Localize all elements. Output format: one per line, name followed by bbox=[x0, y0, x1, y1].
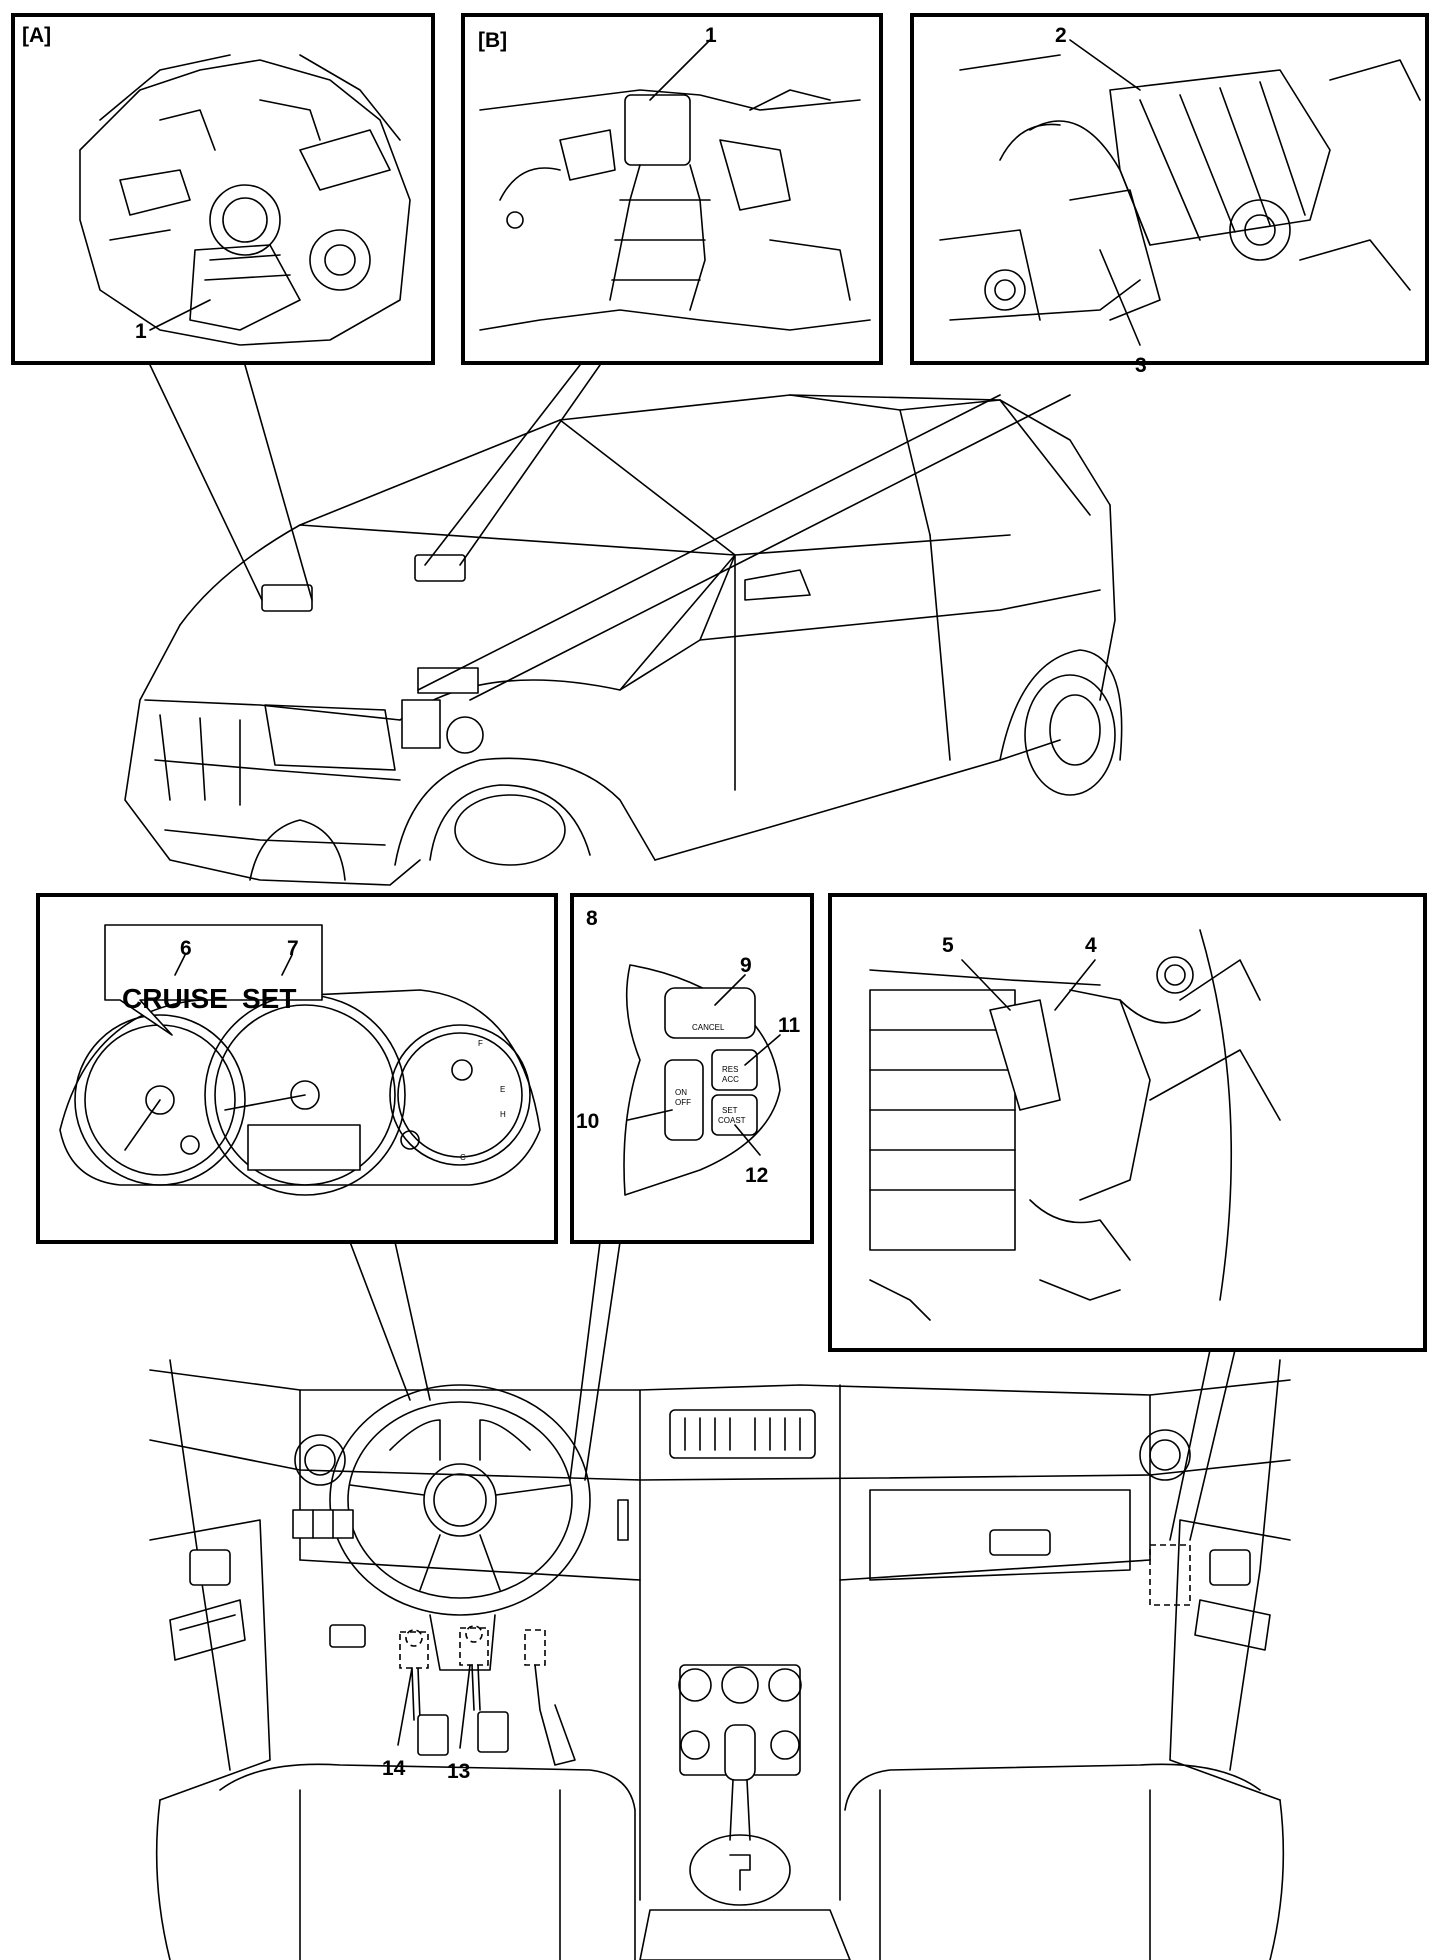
svg-text:E: E bbox=[500, 1085, 505, 1094]
switch-res-label: RES bbox=[722, 1065, 738, 1074]
meter-callout-6: 6 bbox=[180, 937, 192, 960]
panel-ecm: 2 3 bbox=[910, 13, 1429, 377]
switch-callout-11: 11 bbox=[778, 1014, 801, 1037]
meter-cruise-indicator-label: CRUISE bbox=[122, 983, 228, 1014]
switch-set-label: SET bbox=[722, 1106, 738, 1115]
switch-acc-label: ACC bbox=[722, 1075, 739, 1084]
switch-callout-10: 10 bbox=[576, 1110, 599, 1133]
under-dash-callout-4: 4 bbox=[1085, 934, 1097, 957]
switch-off-label: OFF bbox=[675, 1098, 691, 1107]
svg-text:C: C bbox=[460, 1153, 466, 1162]
panel-a-throttle-body: [A] 1 bbox=[11, 13, 435, 365]
panel-ecm-callout-3: 3 bbox=[1135, 354, 1147, 377]
panel-b-callout-1: 1 bbox=[705, 24, 717, 47]
callout-leaders-top bbox=[149, 364, 1071, 701]
panel-b-tag: [B] bbox=[478, 29, 507, 52]
panel-under-dash-relay: 5 4 bbox=[828, 893, 1427, 1352]
panel-b-throttle-body: [B] 1 bbox=[461, 13, 883, 365]
pedal-callout-14: 14 bbox=[382, 1757, 406, 1780]
svg-text:F: F bbox=[478, 1039, 483, 1048]
meter-set-indicator-label: SET bbox=[242, 983, 296, 1014]
meter-callout-7: 7 bbox=[287, 937, 299, 960]
under-dash-callout-5: 5 bbox=[942, 934, 954, 957]
callout-leaders-bottom bbox=[349, 1241, 1236, 1541]
switch-on-label: ON bbox=[675, 1088, 687, 1097]
panel-a-tag: [A] bbox=[22, 24, 51, 47]
panel-a-callout-1: 1 bbox=[135, 320, 147, 343]
switch-callout-12: 12 bbox=[745, 1164, 768, 1187]
switch-tag-8: 8 bbox=[586, 907, 598, 930]
switch-cancel-label: CANCEL bbox=[692, 1023, 725, 1032]
pedal-callout-13: 13 bbox=[447, 1760, 470, 1783]
switch-coast-label: COAST bbox=[718, 1116, 746, 1125]
panel-combination-meter: F E H C CRUISE SET 6 7 bbox=[36, 893, 558, 1244]
panel-ecm-callout-2: 2 bbox=[1055, 24, 1067, 47]
switch-callout-9: 9 bbox=[740, 954, 752, 977]
vehicle-exterior-illustration bbox=[124, 394, 1123, 886]
panel-cruise-switch: 8 CANCEL ON OFF RES ACC SET COAST 9 10 1… bbox=[570, 893, 814, 1244]
vehicle-interior-illustration: 14 13 bbox=[149, 1359, 1291, 1960]
svg-text:H: H bbox=[500, 1110, 506, 1119]
